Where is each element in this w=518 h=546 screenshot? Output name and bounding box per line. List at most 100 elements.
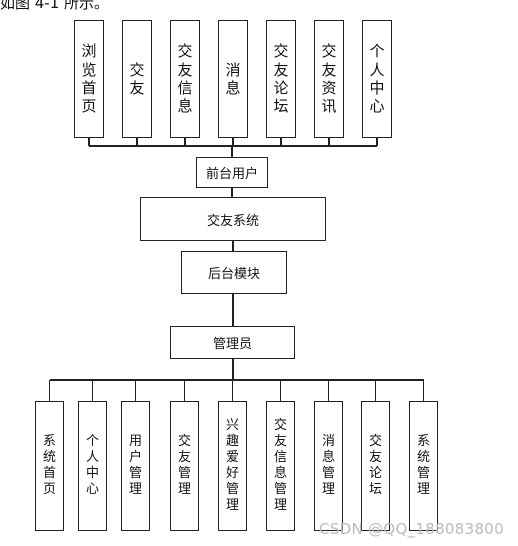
connector-line: [374, 380, 377, 401]
module-char: 浏: [81, 42, 97, 61]
module-char: 用: [128, 434, 142, 450]
module-box: 消息: [218, 20, 248, 138]
connector-line: [48, 380, 51, 401]
module-char: 页: [81, 97, 97, 116]
connector-line: [328, 138, 330, 146]
module-char: 消: [225, 60, 241, 79]
module-box: 个人中心: [78, 401, 107, 531]
module-char: 管: [177, 466, 191, 481]
front-user-box: 前台用户: [196, 157, 268, 188]
module-box: 个人中心: [362, 20, 392, 138]
module-char: 息: [273, 466, 287, 481]
module-char: 交: [273, 42, 289, 61]
module-char: 个: [369, 42, 385, 61]
module-box: 交友论坛: [361, 401, 390, 531]
module-char: 理: [273, 497, 287, 513]
admin-box: 管理员: [170, 326, 295, 359]
module-char: 览: [81, 60, 97, 79]
module-char: 交: [177, 42, 193, 61]
module-char: 交: [129, 60, 145, 79]
module-char: 交: [177, 434, 191, 450]
module-box: 交友信息: [170, 20, 200, 138]
module-char: 统: [42, 450, 56, 466]
connector-line: [88, 138, 90, 146]
module-box: 系统管理: [409, 401, 438, 531]
module-char: 友: [129, 79, 145, 97]
module-box: 用户管理: [121, 401, 150, 531]
connector-line: [89, 145, 377, 147]
module-char: 管: [321, 466, 335, 481]
connector-line: [49, 379, 424, 381]
module-box: 交友论坛: [266, 20, 296, 138]
module-box: 交友信息管理: [266, 401, 295, 531]
module-char: 管: [225, 481, 239, 497]
module-char: 论: [273, 79, 289, 97]
connector-line: [183, 380, 186, 401]
header-text: 如图 4-1 所示。: [0, 0, 110, 12]
module-char: 个: [85, 434, 99, 450]
module-char: 坛: [273, 97, 289, 116]
module-char: 人: [85, 450, 99, 466]
module-char: 友: [273, 60, 289, 79]
connector-line: [232, 294, 234, 326]
connector-line: [422, 380, 425, 401]
module-char: 交: [321, 42, 337, 61]
connector-line: [231, 188, 233, 197]
module-box: 兴趣爱好管理: [218, 401, 247, 531]
module-char: 理: [177, 481, 191, 497]
connector-line: [231, 380, 234, 401]
module-char: 户: [128, 450, 142, 466]
module-char: 理: [225, 497, 239, 513]
connector-line: [136, 138, 138, 146]
module-char: 友: [368, 450, 382, 466]
module-char: 资: [321, 79, 337, 97]
module-char: 论: [368, 466, 382, 481]
module-char: 系: [416, 434, 430, 450]
module-char: 理: [416, 481, 430, 497]
module-char: 友: [177, 60, 193, 79]
module-char: 友: [177, 450, 191, 466]
module-char: 统: [416, 450, 430, 466]
module-char: 管: [128, 466, 142, 481]
module-box: 消息管理: [314, 401, 343, 531]
connector-line: [232, 241, 234, 251]
module-char: 信: [177, 79, 193, 97]
module-char: 趣: [225, 434, 239, 450]
module-char: 爱: [225, 450, 239, 466]
module-char: 息: [177, 97, 193, 116]
connector-line: [134, 380, 137, 401]
module-char: 消: [321, 434, 335, 450]
module-char: 页: [42, 481, 56, 497]
module-char: 交: [368, 434, 382, 450]
module-char: 息: [225, 79, 241, 97]
module-char: 理: [128, 481, 142, 497]
module-box: 交友: [122, 20, 152, 138]
module-char: 友: [321, 60, 337, 79]
connector-line: [279, 380, 282, 401]
module-char: 兴: [225, 418, 239, 434]
module-char: 好: [225, 466, 239, 481]
backend-module-box: 后台模块: [181, 251, 287, 294]
module-char: 中: [369, 79, 385, 97]
module-char: 友: [273, 434, 287, 450]
connector-line: [376, 138, 378, 146]
module-box: 交友资讯: [314, 20, 344, 138]
module-char: 管: [416, 466, 430, 481]
connector-line: [232, 359, 234, 380]
module-char: 首: [42, 466, 56, 481]
module-box: 系统首页: [35, 401, 64, 531]
module-char: 首: [81, 79, 97, 97]
module-char: 息: [321, 450, 335, 466]
module-char: 讯: [321, 97, 337, 116]
module-char: 信: [273, 450, 287, 466]
module-char: 心: [369, 97, 385, 116]
module-char: 系: [42, 434, 56, 450]
watermark: CSDN @QQ_188083800: [319, 520, 504, 538]
module-char: 理: [321, 481, 335, 497]
module-char: 坛: [368, 481, 382, 497]
module-box: 浏览首页: [74, 20, 104, 138]
module-char: 交: [273, 418, 287, 434]
module-char: 中: [85, 466, 99, 481]
module-char: 人: [369, 60, 385, 79]
